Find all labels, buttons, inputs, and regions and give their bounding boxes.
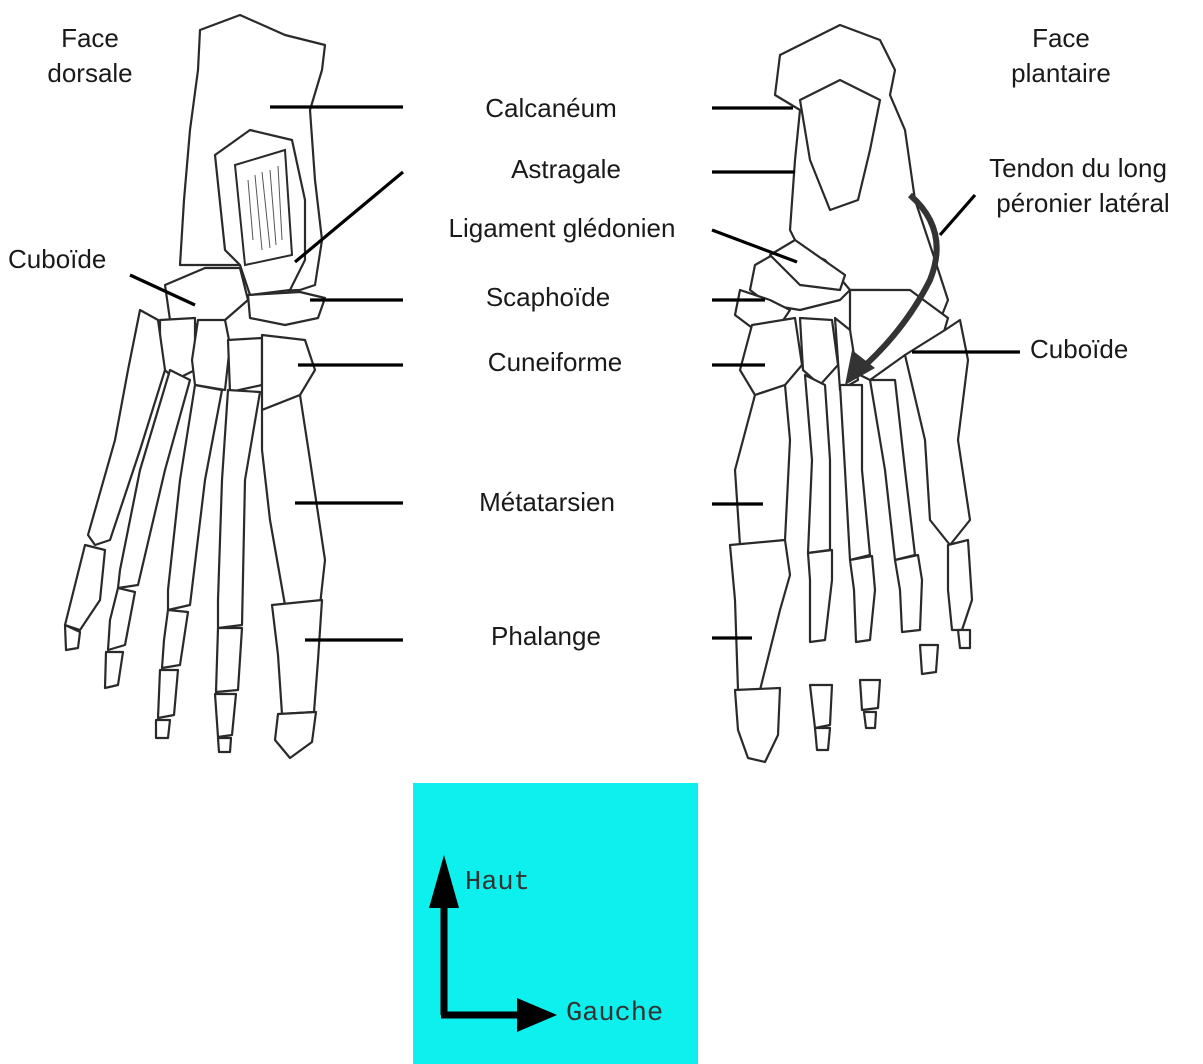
plantar-foot-drawing — [730, 25, 972, 762]
tendon-label-line2: péronier latéral — [996, 188, 1169, 218]
dorsal-title-line2: dorsale — [47, 58, 132, 88]
plantar-metatarsal-5 — [905, 320, 970, 545]
plantar-title-line1: Face — [1032, 23, 1090, 53]
dorsal-navicular — [248, 292, 325, 325]
label-ligament: Ligament glédonien — [449, 213, 676, 243]
label-astragale: Astragale — [511, 154, 621, 184]
plantar-phalanges — [730, 540, 972, 762]
plantar-cuneiform-1 — [740, 318, 802, 395]
dorsal-metatarsal-1 — [262, 395, 325, 605]
plantar-metatarsal-4 — [870, 380, 915, 560]
orientation-right-label: Gauche — [566, 999, 663, 1029]
dorsal-cuboide-label: Cuboïde — [8, 244, 106, 274]
label-calcaneum: Calcanéum — [485, 93, 617, 123]
dorsal-metatarsal-2 — [218, 390, 260, 628]
plantar-metatarsal-1 — [735, 385, 790, 545]
dorsal-title-line1: Face — [61, 23, 119, 53]
label-phalange: Phalange — [491, 621, 601, 651]
plantar-metatarsal-3 — [840, 385, 870, 560]
center-labels: Calcanéum Astragale Ligament glédonien S… — [449, 93, 676, 651]
orientation-up-label: Haut — [465, 868, 530, 898]
plantar-cuboide-label: Cuboïde — [1030, 334, 1128, 364]
dorsal-foot-drawing — [65, 15, 325, 758]
label-cuneiforme: Cuneiforme — [488, 347, 622, 377]
plantar-title-line2: plantaire — [1011, 58, 1111, 88]
label-metatarsien: Métatarsien — [479, 487, 615, 517]
label-scaphoide: Scaphoïde — [486, 282, 610, 312]
orientation-box: Haut Gauche — [413, 783, 698, 1064]
plantar-metatarsal-2 — [805, 375, 830, 553]
dorsal-cuneiform-intermediate — [228, 338, 262, 392]
tendon-label-line1: Tendon du long — [989, 153, 1167, 183]
dorsal-cuneiform-middle — [192, 320, 230, 390]
